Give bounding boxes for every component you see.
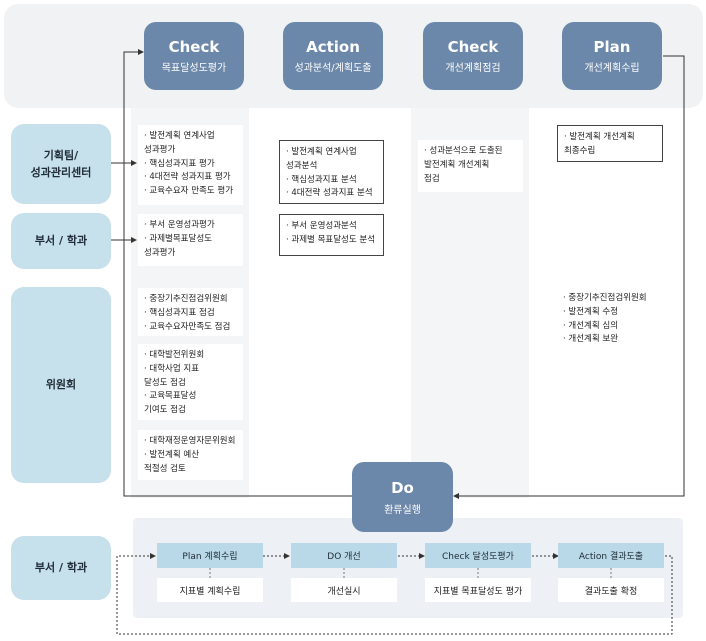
row-label-department-cycle: 부서 / 학과 [11,536,111,600]
do-feedback-execution: Do 환류실행 [352,462,453,532]
cycle-step-check: Check 달성도평가 [425,543,531,568]
check-committee-box-2: · 대학발전위원회 · 대학사업 지표 달성도 점검 · 교육목표달성 기여도 … [138,344,243,420]
action-department-box: · 부서 운영성과분석 · 과제별 목표달성도 분석 [279,214,384,256]
cycle-detail-do: 개선실시 [291,578,397,602]
row-label-planning-team: 기획팀/ 성과관리센터 [11,124,111,204]
phase-check-goal-evaluation: Check 목표달성도평가 [144,22,244,90]
check-improvement-box: · 성과분석으로 도출된 발전계획 개선계획 점검 [418,140,523,192]
phase-plan-improvement: Plan 개선계획수립 [562,22,662,90]
phase-subtitle: 개선계획점검 [445,63,501,74]
cycle-step-do: DO 개선 [291,543,397,568]
action-planning-box: · 발전계획 연계사업 성과분석 · 핵심성과지표 분석 · 4대전략 성과지표… [279,140,384,204]
check-planning-box: · 발전계획 연계사업 성과평가 · 핵심성과지표 평가 · 4대전략 성과지표… [138,125,243,205]
phase-action-analysis: Action 성과분석/계획도출 [283,22,383,90]
plan-committee-box: · 중장기추진점검위원회 · 발전계획 수정 · 개선계획 심의 · 개선계획 … [557,287,663,351]
cycle-step-action: Action 결과도출 [558,543,664,568]
phase-title: Check [168,38,220,56]
row-label-department: 부서 / 학과 [11,213,111,269]
cycle-return-arrow [116,553,673,635]
do-subtitle: 환류실행 [384,504,421,516]
cycle-detail-action: 결과도출 확정 [558,578,664,602]
row-label-committee: 위원회 [11,287,111,483]
phase-title: Check [447,38,499,56]
phase-subtitle: 목표달성도평가 [161,63,227,74]
cycle-detail-check: 지표별 목표달성도 평가 [425,578,531,602]
phase-subtitle: 성과분석/계획도출 [294,63,372,74]
phase-check-improvement: Check 개선계획점검 [423,22,523,90]
plan-planning-box: · 발전계획 개선계획 최종수립 [557,125,663,162]
loop-arrow-to-do [453,55,685,499]
cycle-step-plan: Plan 계획수립 [157,543,263,568]
phase-subtitle: 개선계획수립 [584,63,640,74]
check-committee-box-3: · 대학재정운영자문위원회 · 발전계획 예산 적절성 검토 [138,430,243,480]
phase-title: Plan [593,38,631,56]
phase-title: Action [306,38,360,56]
do-title: Do [391,478,414,497]
check-committee-box-1: · 중장기추진점검위원회 · 핵심성과지표 점검 · 교육수요자만족도 점검 [138,288,243,336]
cycle-detail-plan: 지표별 계획수립 [157,578,263,602]
check-department-box: · 부서 운영성과평가 · 과제별목표달성도 성과평가 [138,214,243,266]
loop-arrow-to-check [123,49,352,497]
